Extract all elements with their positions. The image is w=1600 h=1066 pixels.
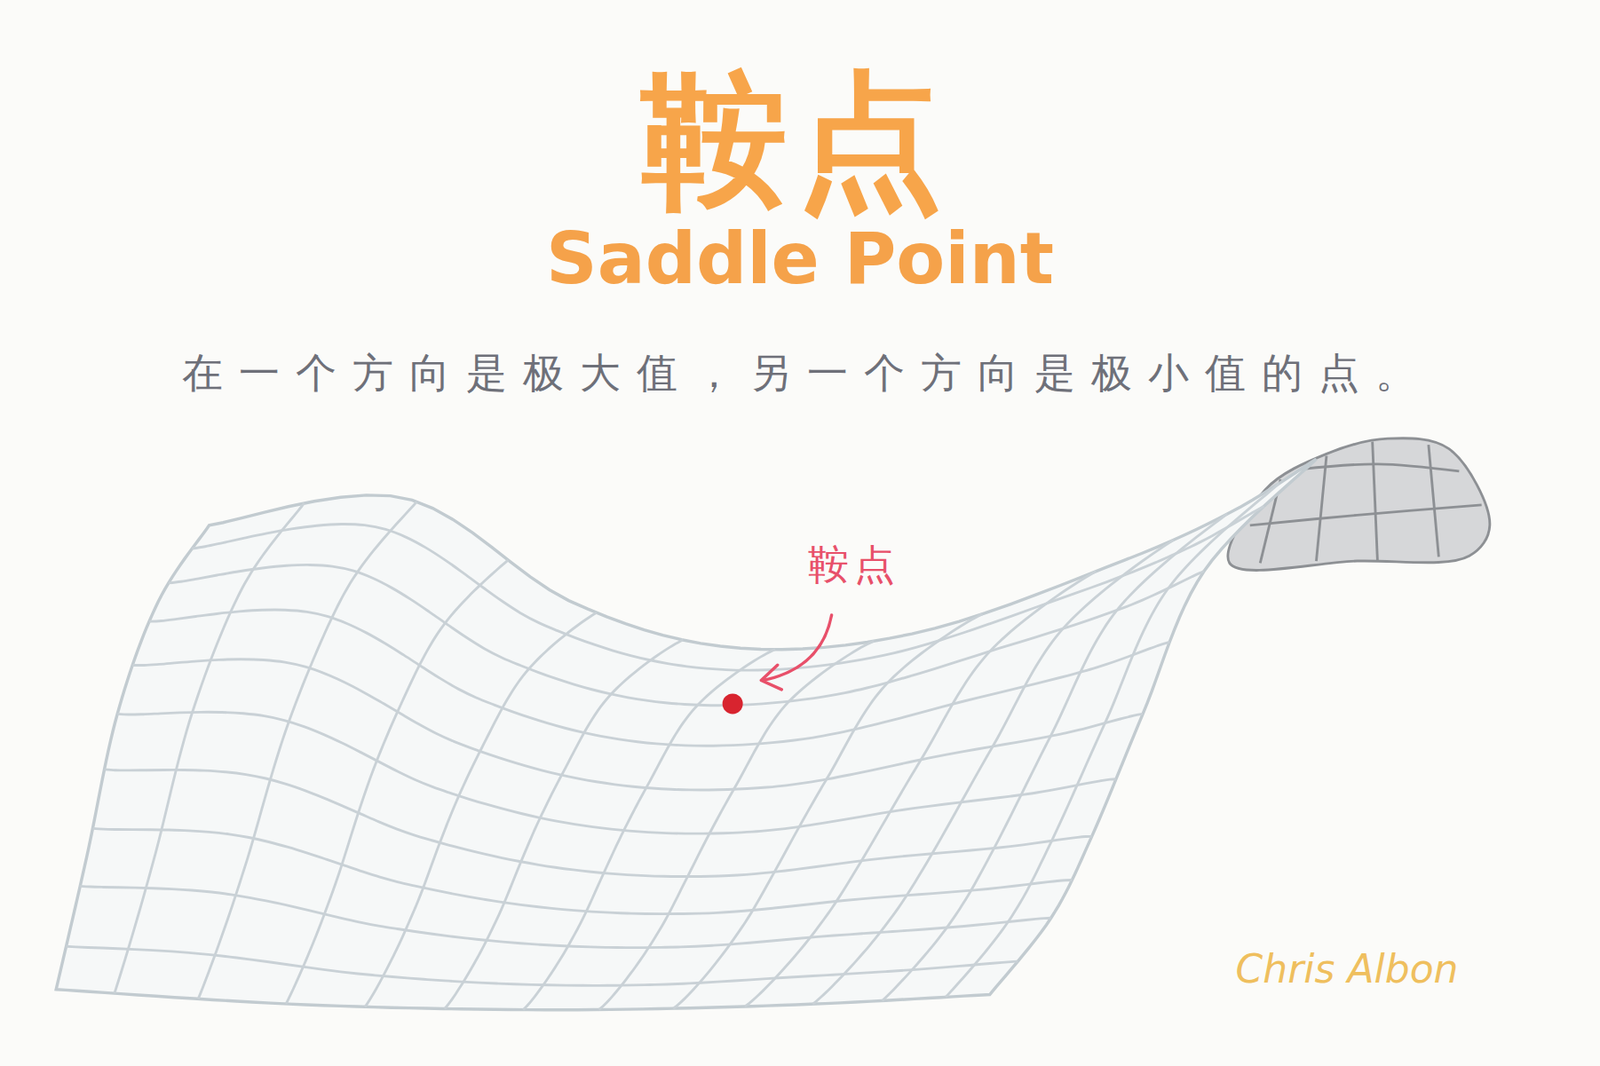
saddle-group — [55, 438, 1490, 1011]
signature: Chris Albon — [1235, 948, 1459, 991]
grid-line — [132, 659, 1143, 791]
saddle-surface — [55, 459, 1316, 1011]
grid-line — [117, 712, 1117, 834]
grid-line — [168, 564, 1204, 705]
grid-line — [198, 501, 417, 999]
definition: 在一个方向是极大值，另一个方向是极小值的点。 — [182, 350, 1433, 397]
grid-line — [673, 614, 983, 1009]
underside-grid — [1300, 464, 1459, 472]
saddle-dot — [722, 693, 744, 714]
grid-line — [104, 769, 1093, 878]
pointer-label: 鞍点 — [807, 542, 901, 588]
grid-line — [744, 571, 1096, 1007]
grid-line — [285, 560, 508, 1005]
underside-grid — [1428, 444, 1439, 557]
underside-grid — [1250, 505, 1482, 526]
underside-grid — [1315, 456, 1326, 562]
title: 鞍点 — [641, 61, 952, 223]
grid-line — [191, 506, 1264, 671]
underside-grid — [1372, 442, 1379, 562]
grid-line — [66, 946, 1019, 986]
grid-line — [945, 483, 1279, 999]
grid-line — [149, 609, 1170, 746]
subtitle: Saddle Point — [546, 220, 1054, 299]
arrow-head — [760, 665, 782, 690]
grid-line — [364, 612, 597, 1007]
grid-line — [522, 649, 776, 1011]
